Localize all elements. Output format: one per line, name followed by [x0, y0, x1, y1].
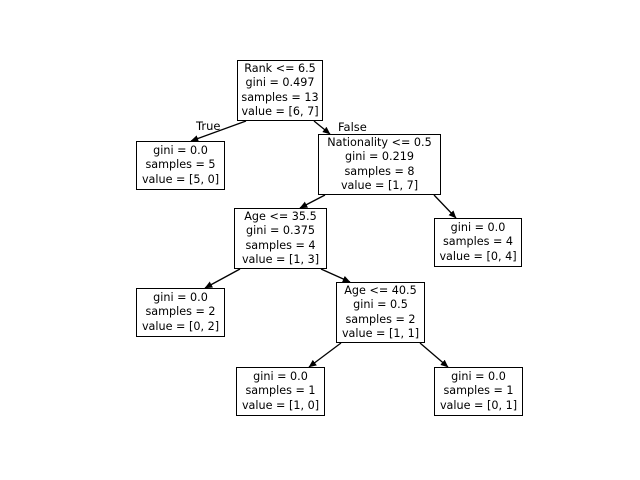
node-gini-text: gini = 0.497: [245, 76, 315, 90]
node-gini-text: gini = 0.0: [253, 370, 308, 384]
tree-edge-n2-n4: [433, 194, 457, 219]
node-condition-text: Age <= 40.5: [344, 283, 417, 297]
node-samples-text: samples = 4: [245, 238, 316, 252]
node-samples-text: samples = 5: [145, 158, 216, 172]
node-samples-text: samples = 2: [145, 305, 216, 319]
node-value-text: value = [1, 3]: [241, 252, 320, 266]
node-samples-text: samples = 4: [442, 235, 514, 249]
node-condition-text: Age <= 35.5: [244, 209, 317, 223]
label-true: True: [196, 119, 221, 133]
node-gini-text: gini = 0.0: [450, 221, 506, 235]
node-value-text: value = [6, 7]: [241, 104, 319, 118]
tree-edge-n0-n2: [313, 120, 331, 135]
node-gini-text: gini = 0.0: [451, 370, 506, 384]
node-gini-text: gini = 0.5: [353, 298, 408, 312]
node-gini-text: gini = 0.0: [153, 144, 208, 158]
node-samples-text: samples = 1: [245, 384, 316, 398]
node-gini-text: gini = 0.0: [153, 291, 208, 305]
node-value-text: value = [0, 2]: [141, 319, 220, 333]
node-value-text: value = [1, 0]: [241, 398, 320, 412]
node-condition-text: Nationality <= 0.5: [327, 135, 432, 149]
node-samples-text: samples = 8: [344, 164, 415, 178]
node-value-text: value = [1, 1]: [341, 326, 420, 340]
node-value-text: value = [5, 0]: [141, 172, 220, 186]
node-value-text: value = [0, 4]: [439, 249, 517, 263]
tree-edge-n3-n6: [320, 268, 351, 283]
tree-edge-n2-n3: [299, 194, 326, 209]
node-samples-text: samples = 2: [345, 312, 416, 326]
node-value-text: value = [1, 7]: [340, 178, 419, 192]
node-condition-text: Rank <= 6.5: [244, 61, 316, 75]
label-false: False: [338, 120, 367, 134]
tree-edge-n0-n1: [190, 120, 247, 142]
node-value-text: value = [0, 1]: [439, 398, 518, 412]
node-gini-text: gini = 0.375: [246, 224, 315, 238]
node-samples-text: samples = 1: [443, 384, 514, 398]
node-gini-text: gini = 0.219: [345, 150, 414, 164]
tree-edge-n6-n8: [419, 342, 449, 368]
tree-edge-n6-n7: [308, 342, 342, 368]
tree-edge-n3-n5: [204, 268, 241, 289]
tree-edges: [190, 120, 457, 368]
node-samples-text: samples = 13: [241, 90, 319, 104]
